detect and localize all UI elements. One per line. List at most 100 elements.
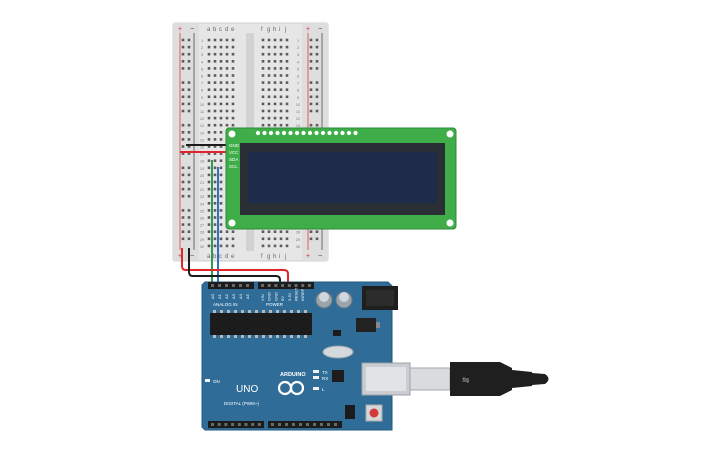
rail-hole[interactable] — [187, 131, 191, 134]
breadboard-hole[interactable] — [261, 81, 265, 84]
rail-hole[interactable] — [181, 194, 185, 198]
rail-hole[interactable] — [181, 187, 185, 191]
breadboard-hole[interactable] — [273, 95, 277, 99]
rail-hole[interactable] — [187, 194, 191, 198]
rail-hole[interactable] — [315, 88, 319, 91]
breadboard-hole[interactable] — [213, 95, 217, 99]
rail-hole[interactable] — [187, 145, 191, 148]
rail-hole[interactable] — [309, 67, 313, 70]
breadboard-hole[interactable] — [213, 74, 217, 77]
breadboard-hole[interactable] — [219, 38, 223, 42]
breadboard-hole[interactable] — [231, 52, 235, 56]
breadboard-hole[interactable] — [219, 88, 223, 91]
rail-hole[interactable] — [181, 60, 185, 63]
breadboard-hole[interactable] — [213, 230, 217, 233]
breadboard-hole[interactable] — [207, 116, 211, 120]
rail-hole[interactable] — [181, 109, 185, 113]
breadboard-hole[interactable] — [213, 173, 217, 177]
breadboard-hole[interactable] — [207, 159, 211, 162]
breadboard-hole[interactable] — [225, 74, 229, 77]
power-pin-hole[interactable] — [281, 284, 285, 287]
breadboard-hole[interactable] — [231, 81, 235, 84]
breadboard-hole[interactable] — [231, 95, 235, 99]
rail-hole[interactable] — [187, 88, 191, 91]
breadboard-hole[interactable] — [219, 60, 223, 63]
breadboard-hole[interactable] — [207, 109, 211, 113]
digital-pin-hole[interactable] — [313, 423, 316, 426]
analog-pin-hole[interactable] — [225, 284, 228, 287]
rail-hole[interactable] — [187, 95, 191, 99]
breadboard-hole[interactable] — [285, 81, 289, 84]
digital-pin-hole[interactable] — [278, 423, 281, 426]
breadboard-hole[interactable] — [207, 131, 211, 134]
breadboard-hole[interactable] — [213, 109, 217, 113]
breadboard-hole[interactable] — [267, 81, 271, 84]
breadboard-hole[interactable] — [207, 223, 211, 226]
breadboard-hole[interactable] — [225, 230, 229, 233]
breadboard-hole[interactable] — [213, 88, 217, 91]
breadboard-hole[interactable] — [279, 38, 283, 42]
breadboard-hole[interactable] — [231, 230, 235, 233]
rail-hole[interactable] — [181, 209, 185, 212]
breadboard-hole[interactable] — [279, 67, 283, 70]
breadboard-hole[interactable] — [225, 95, 229, 99]
rail-hole[interactable] — [181, 237, 185, 241]
breadboard-hole[interactable] — [231, 74, 235, 77]
breadboard-hole[interactable] — [219, 223, 223, 226]
power-pin-hole[interactable] — [287, 284, 291, 287]
breadboard-hole[interactable] — [225, 67, 229, 70]
power-pin-hole[interactable] — [274, 284, 278, 287]
breadboard-hole[interactable] — [231, 38, 235, 42]
breadboard-hole[interactable] — [279, 123, 283, 127]
breadboard-hole[interactable] — [273, 81, 277, 84]
rail-hole[interactable] — [315, 60, 319, 63]
breadboard-hole[interactable] — [261, 102, 265, 106]
breadboard-hole[interactable] — [225, 52, 229, 56]
breadboard-hole[interactable] — [285, 123, 289, 127]
rail-hole[interactable] — [181, 131, 185, 134]
breadboard-hole[interactable] — [207, 81, 211, 84]
digital-pin-hole[interactable] — [306, 423, 309, 426]
power-pin-hole[interactable] — [267, 284, 271, 287]
breadboard-hole[interactable] — [213, 102, 217, 106]
breadboard-hole[interactable] — [219, 173, 223, 177]
breadboard-hole[interactable] — [273, 60, 277, 63]
usb-cable[interactable]: ⇋ — [409, 362, 549, 396]
breadboard-hole[interactable] — [261, 230, 265, 233]
digital-pin-hole[interactable] — [217, 423, 221, 426]
breadboard-hole[interactable] — [219, 216, 223, 219]
breadboard-hole[interactable] — [285, 45, 289, 49]
rail-hole[interactable] — [315, 67, 319, 70]
rail-hole[interactable] — [309, 237, 313, 241]
breadboard-hole[interactable] — [279, 88, 283, 91]
breadboard-jumpers[interactable] — [180, 144, 230, 280]
breadboard-hole[interactable] — [219, 159, 223, 162]
breadboard-hole[interactable] — [285, 38, 289, 42]
breadboard-hole[interactable] — [213, 152, 217, 155]
rail-hole[interactable] — [181, 88, 185, 91]
breadboard-hole[interactable] — [207, 88, 211, 91]
rail-hole[interactable] — [187, 187, 191, 191]
breadboard-hole[interactable] — [225, 102, 229, 106]
breadboard-hole[interactable] — [261, 38, 265, 42]
breadboard-hole[interactable] — [225, 60, 229, 63]
breadboard-hole[interactable] — [213, 194, 217, 198]
breadboard-hole[interactable] — [207, 52, 211, 56]
breadboard-hole[interactable] — [225, 38, 229, 42]
breadboard-hole[interactable] — [267, 38, 271, 42]
breadboard-hole[interactable] — [225, 123, 229, 127]
rail-hole[interactable] — [315, 52, 319, 56]
breadboard-hole[interactable] — [219, 102, 223, 106]
breadboard-hole[interactable] — [207, 67, 211, 70]
breadboard-hole[interactable] — [213, 223, 217, 226]
breadboard-hole[interactable] — [225, 45, 229, 49]
digital-pin-hole[interactable] — [231, 423, 235, 426]
breadboard-hole[interactable] — [219, 237, 223, 241]
breadboard-hole[interactable] — [219, 116, 223, 120]
rail-hole[interactable] — [187, 109, 191, 113]
rail-hole[interactable] — [309, 88, 313, 91]
rail-hole[interactable] — [315, 123, 319, 127]
breadboard-hole[interactable] — [219, 180, 223, 184]
breadboard-hole[interactable] — [285, 74, 289, 77]
digital-pin-hole[interactable] — [251, 423, 255, 426]
